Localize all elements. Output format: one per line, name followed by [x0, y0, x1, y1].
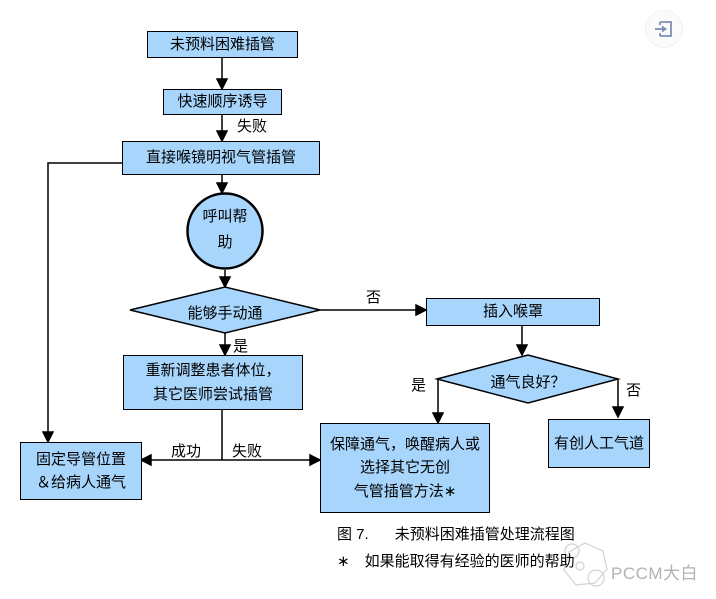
node-secure-tube-ventilate: 固定导管位置 ＆给病人通气: [20, 442, 142, 500]
circle-call-help-label: 呼叫帮 助: [185, 204, 265, 255]
node-label-line: 重新调整患者体位，: [145, 362, 281, 380]
node-reposition-patient: 重新调整患者体位， 其它医师尝试插管: [123, 355, 303, 410]
edge-label-yes-1: 是: [233, 338, 249, 355]
node-label: 插入喉罩: [482, 303, 543, 321]
arrow-laryngoscopy-to-callhelp: [215, 175, 229, 195]
edge-label-fail-1: 失败: [237, 118, 268, 135]
edge-label-no-2: 否: [626, 382, 642, 399]
edge-label-success: 成功: [171, 443, 202, 460]
node-label-line: 固定导管位置: [35, 450, 126, 468]
watermark-text: PCCM大白: [611, 564, 699, 583]
arrow-manualvent-no: [320, 303, 428, 317]
decision-ventilation-good-label: 通气良好？: [490, 374, 566, 391]
arrow-ventgood-no: [611, 379, 625, 419]
arrow-ventgood-yes: [431, 379, 445, 425]
edge-label-no-1: 否: [366, 289, 382, 306]
node-label: 快速顺序诱导: [177, 93, 268, 111]
figure-caption: 图 7. 未预料困难插管处理流程图: [337, 523, 575, 544]
edge-label-fail-2: 失败: [232, 443, 263, 460]
node-label-line: 气管插管方法∗: [353, 482, 457, 500]
figure-title: 未预料困难插管处理流程图: [394, 526, 575, 543]
footnote-marker: ∗: [337, 553, 350, 570]
node-direct-laryngoscopy-intubation: 直接喉镜明视气管插管: [122, 141, 320, 175]
circle-call-help: [186, 192, 264, 270]
watermark-logo: [563, 542, 608, 587]
figure-footnote: ∗ 如果能取得有经验的医师的帮助: [337, 550, 575, 571]
enter-fullscreen-button[interactable]: [645, 10, 683, 48]
decision-manual-ventilation-label: 能够手动通: [187, 305, 263, 322]
edge-label-yes-2: 是: [411, 377, 427, 394]
node-unanticipated-difficult-intubation: 未预料困难插管: [147, 31, 298, 58]
figure-number: 图 7.: [337, 526, 369, 543]
node-label: 未预料困难插管: [169, 35, 275, 53]
node-label-line: 呼叫帮: [202, 208, 248, 225]
node-sustain-ventilation-wake: 保障通气，唤醒病人或 选择其它无创 气管插管方法∗: [320, 423, 490, 513]
arrow-callhelp-to-manualvent: [218, 270, 232, 289]
node-invasive-airway: 有创人工气道: [548, 419, 650, 468]
node-label-line: 保障通气，唤醒病人或: [329, 436, 480, 454]
arrow-split-left-right: [139, 453, 322, 467]
arrow-start-to-rsi: [215, 58, 229, 91]
decision-ventilation-good: [434, 354, 621, 404]
arrow-rsi-to-laryngoscopy: [215, 115, 229, 143]
node-label-line: ＆给病人通气: [35, 474, 126, 491]
node-label: 有创人工气道: [553, 434, 644, 452]
node-label-line: 其它医师尝试插管: [152, 385, 273, 403]
node-insert-laryngeal-mask: 插入喉罩: [426, 298, 600, 326]
node-label-line: 助: [217, 233, 233, 251]
node-rapid-sequence-induction: 快速顺序诱导: [163, 89, 282, 115]
node-label: 直接喉镜明视气管插管: [145, 149, 296, 167]
node-label-line: 选择其它无创: [359, 459, 450, 477]
arrow-into-box-icon: [655, 21, 672, 37]
arrow-manualvent-yes: [218, 333, 232, 357]
footnote-text: 如果能取得有经验的医师的帮助: [364, 553, 575, 570]
arrow-laryngoscopy-to-secure: [41, 162, 122, 444]
arrow-lma-to-ventgood: [515, 326, 529, 357]
decision-manual-ventilation: [129, 286, 321, 334]
